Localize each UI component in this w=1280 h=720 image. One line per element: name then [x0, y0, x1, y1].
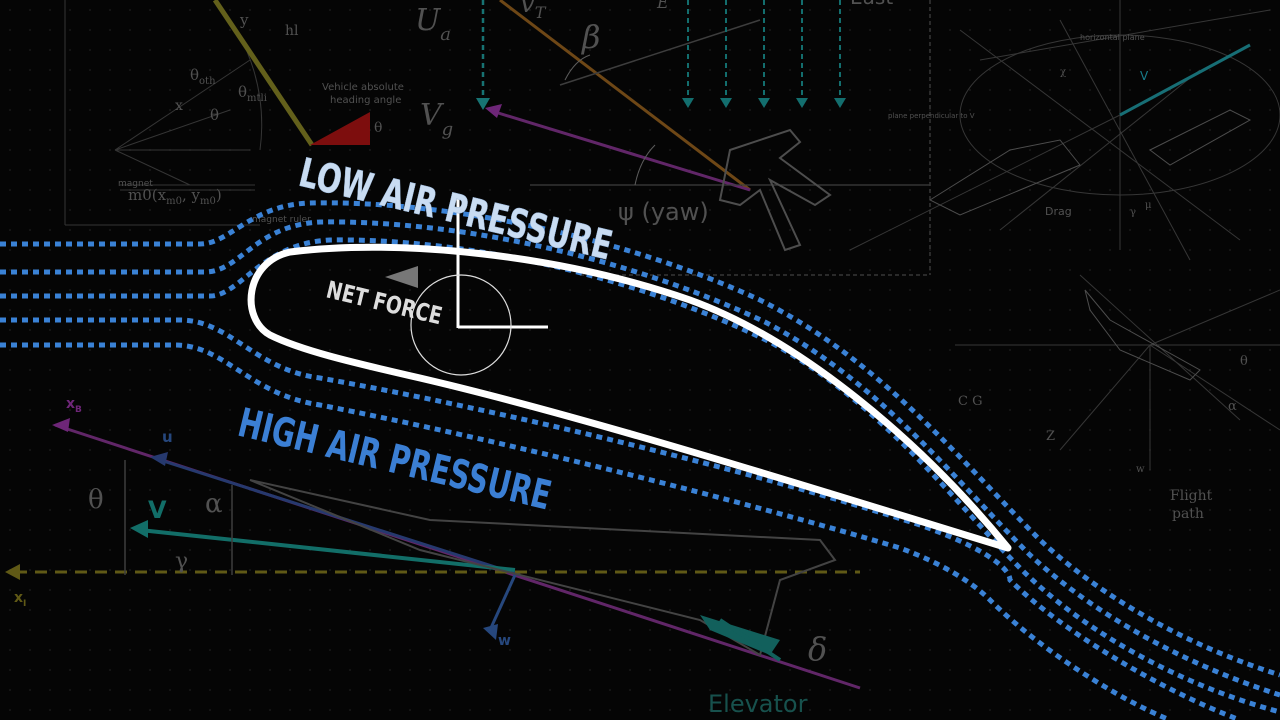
bg-path-label: path	[1172, 506, 1204, 522]
svg-text:x: x	[175, 98, 183, 114]
bg-gamma-l-label: γ	[175, 549, 188, 574]
streamline-lower-inner	[0, 317, 1241, 720]
bg-horizontal-plane: horizontal plane	[1080, 33, 1145, 42]
bg-Vg-text: Vg	[420, 98, 453, 140]
bg-V-vector-label: V	[1140, 69, 1149, 83]
bg-beta-text: β	[581, 18, 601, 56]
bg-xi-label: xI	[14, 590, 26, 609]
bg-u-label: u	[162, 428, 173, 446]
svg-text:θmtli: θmtli	[238, 83, 267, 104]
airfoil-outline	[247, 243, 1012, 552]
bg-theta-r-label: θ	[1240, 354, 1248, 369]
bg-xhl-text: x	[175, 98, 183, 114]
streamline-upper-mid	[0, 219, 1280, 698]
bg-gamma-r-label: γ	[1130, 207, 1136, 218]
background-sketches: y hl θoth x θmtli θ Vehicle absolute hea…	[5, 0, 1280, 718]
net-force-arrow-icon	[385, 266, 418, 288]
bg-w-label: w	[1136, 464, 1145, 475]
bg-xb-label: xB	[66, 396, 82, 415]
bg-3d-velocity	[1119, 43, 1251, 117]
bg-V-l-label: V	[148, 496, 167, 524]
bg-alpha-r-label: α	[1228, 399, 1237, 414]
bg-magnet-label: magnet	[118, 179, 153, 189]
bg-alpha-l-label: α	[205, 489, 223, 519]
bg-aircraft-sketch	[5, 418, 861, 690]
bg-cg-label: C G	[958, 394, 982, 409]
streamline-lower-mid	[0, 342, 1171, 720]
bg-plane-perp: plane perpendicular to V	[888, 112, 975, 120]
bg-delta-label: δ	[808, 630, 827, 668]
svg-text:y: y	[239, 11, 249, 29]
bg-heading-line1: Vehicle absolute	[322, 82, 404, 93]
bg-elevator-label: Elevator	[708, 690, 808, 718]
svg-text:hl: hl	[285, 23, 299, 39]
bg-wind-sketch	[476, 0, 931, 276]
bg-heading-theta: θ	[374, 120, 382, 136]
bg-theta-oth: θ	[190, 66, 199, 84]
bg-chi-label: χ	[1060, 67, 1066, 78]
bg-cg-sketch	[955, 274, 1280, 470]
bg-hl-text: hl	[285, 23, 299, 39]
bg-magnet-ruler-label: magnet ruler	[252, 215, 311, 225]
bg-w-l-label: w	[498, 633, 511, 649]
bg-theta-mtli-sub: mtli	[247, 93, 267, 104]
bg-U-text: Ua	[415, 3, 451, 45]
bg-mu-label: μ	[1145, 200, 1152, 211]
bg-z-label: Z	[1046, 429, 1055, 444]
bg-3d-frame-sketch	[849, 0, 1280, 261]
bg-heading-wedge	[310, 112, 370, 145]
bg-theta-oth-sub: oth	[199, 76, 216, 87]
airflow-streamlines	[0, 200, 1280, 720]
bg-heading-line2: heading angle	[330, 95, 401, 106]
bg-E-text: E	[656, 0, 669, 12]
bg-m0-text: m0(xm0, ym0)	[128, 186, 222, 207]
streamline-upper-inner	[0, 237, 1280, 715]
bg-yhl-text: y	[239, 11, 249, 29]
svg-text:θoth: θoth	[190, 66, 216, 87]
streamline-upper-outer	[0, 200, 1280, 678]
net-force-marker	[410, 198, 548, 376]
bg-drag-label: Drag	[1045, 205, 1072, 218]
bg-yaw-text: ψ (yaw)	[618, 198, 709, 226]
bg-east-text: East	[850, 0, 893, 9]
bg-theta: θ	[210, 106, 219, 124]
bg-VT-text: vT	[520, 0, 547, 22]
bg-theta-l-label: θ	[88, 485, 104, 515]
bg-theta-mtli: θ	[238, 83, 247, 101]
bg-ruler	[212, 0, 315, 147]
bg-flight-label: Flight	[1170, 488, 1213, 504]
